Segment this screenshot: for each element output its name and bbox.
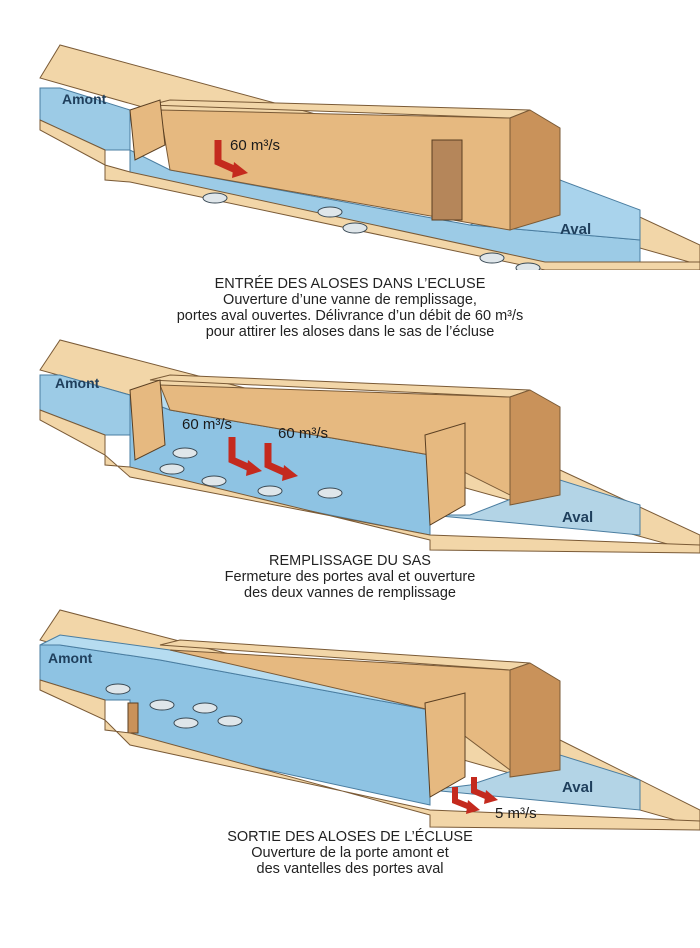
downstream-gate bbox=[424, 422, 466, 526]
caption-line: des deux vannes de remplissage bbox=[244, 585, 456, 601]
caption-title: REMPLISSAGE DU SAS bbox=[269, 553, 431, 569]
flow-arrow bbox=[214, 140, 238, 174]
upstream-label: Amont bbox=[55, 375, 100, 391]
downstream-label: Aval bbox=[560, 221, 591, 238]
panel-fish-exit: 5 m³/s Amont Aval SORTIE DES ALOSES DE L… bbox=[0, 605, 700, 948]
caption-title: SORTIE DES ALOSES DE L’ÉCLUSE bbox=[227, 829, 473, 845]
lock-diagram-1: 60 m³/s Amont Aval bbox=[39, 44, 700, 270]
flow-arrow bbox=[228, 437, 252, 472]
caption-1: ENTRÉE DES ALOSES DANS L’ECLUSE Ouvertur… bbox=[0, 276, 700, 340]
caption-line: portes aval ouvertes. Délivrance d’un dé… bbox=[176, 308, 524, 324]
flow-label: 5 m³/s bbox=[495, 805, 537, 822]
caption-line: pour attirer les aloses dans le sas de l… bbox=[205, 324, 495, 340]
caption-line: Ouverture d’une vanne de remplissage, bbox=[223, 292, 477, 308]
downstream-label: Aval bbox=[562, 779, 593, 796]
flow-label: 60 m³/s bbox=[230, 137, 280, 154]
panel-fish-entry: 60 m³/s Amont Aval ENTRÉE DES ALOSES DAN… bbox=[0, 0, 700, 340]
upstream-gate bbox=[129, 379, 166, 461]
caption-3: SORTIE DES ALOSES DE L’ÉCLUSE Ouverture … bbox=[0, 829, 700, 877]
caption-title: ENTRÉE DES ALOSES DANS L’ECLUSE bbox=[214, 276, 486, 292]
flow-label: 60 m³/s bbox=[278, 425, 328, 442]
caption-line: Fermeture des portes aval et ouverture bbox=[224, 569, 476, 585]
caption-line: des vantelles des portes aval bbox=[256, 861, 444, 877]
upstream-gate-open bbox=[127, 702, 139, 734]
fish-group bbox=[105, 683, 243, 729]
fish-group bbox=[159, 447, 343, 499]
upstream-label: Amont bbox=[62, 91, 107, 107]
caption-2: REMPLISSAGE DU SAS Fermeture des portes … bbox=[0, 553, 700, 601]
downstream-gate bbox=[424, 692, 466, 798]
flow-arrow bbox=[471, 777, 490, 800]
lock-diagram-2: 60 m³/s 60 m³/s Amont Aval bbox=[39, 339, 700, 554]
downstream-label: Aval bbox=[562, 509, 593, 526]
downstream-gate bbox=[431, 139, 463, 221]
caption-line: Ouverture de la porte amont et bbox=[251, 845, 449, 861]
upstream-gate bbox=[129, 99, 166, 161]
flow-arrow bbox=[452, 787, 472, 810]
lock-diagram-3: 5 m³/s Amont Aval bbox=[39, 609, 700, 831]
fish-group bbox=[202, 192, 541, 270]
panel-lock-filling: 60 m³/s 60 m³/s Amont Aval REMPLISSAGE D… bbox=[0, 335, 700, 610]
flow-arrow bbox=[264, 443, 288, 477]
upstream-label: Amont bbox=[48, 650, 93, 666]
flow-label: 60 m³/s bbox=[182, 416, 232, 433]
